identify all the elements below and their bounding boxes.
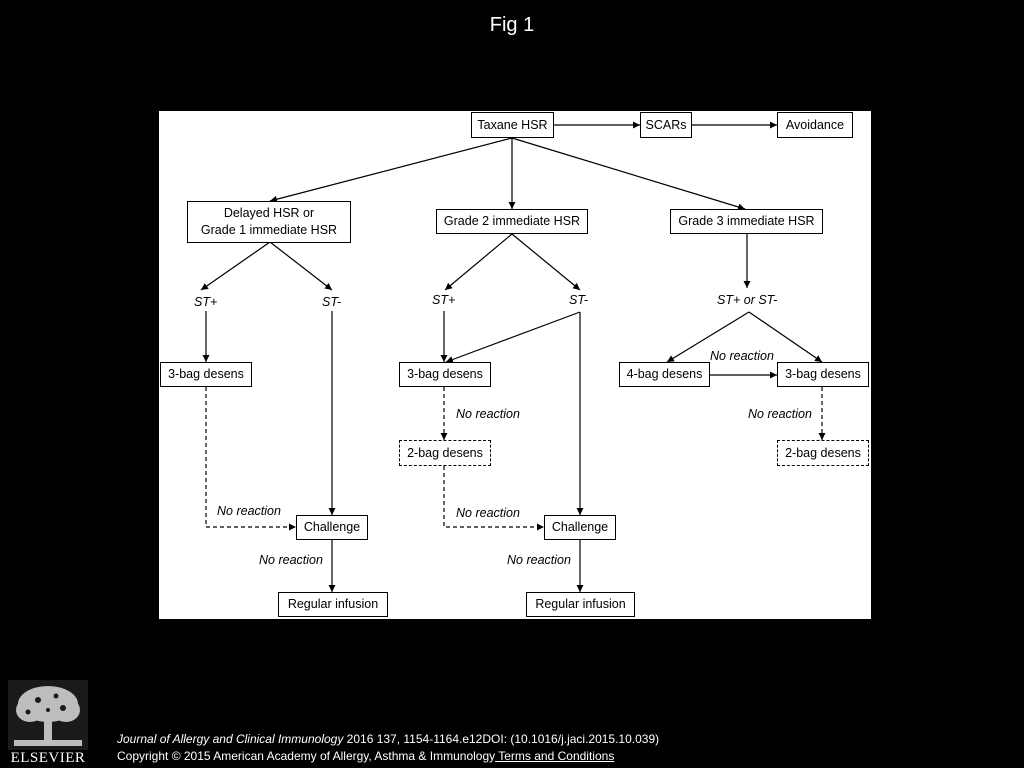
node-desens3-a: 3-bag desens [160, 362, 252, 387]
label-no-reaction-b-1: No reaction [456, 407, 520, 421]
node-challenge-a: Challenge [296, 515, 368, 540]
elsevier-tree-logo-icon [8, 680, 88, 750]
arrow-delayed-stminus [269, 241, 333, 291]
citation-line: Journal of Allergy and Clinical Immunolo… [117, 731, 659, 748]
label-no-reaction-b-4: No reaction [507, 553, 571, 567]
label-st-plus-b: ST+ [432, 293, 456, 307]
publisher-logo-text: ELSEVIER [10, 750, 86, 766]
node-desens3-b: 3-bag desens [399, 362, 491, 387]
arrow-grade2-stminus [511, 233, 581, 291]
label-st-minus-b: ST- [569, 293, 588, 307]
arrow-stc-desens3c [748, 311, 823, 363]
arrow-taxane-grade3 [511, 137, 746, 211]
copyright-text: Copyright © 2015 American Academy of All… [117, 749, 496, 763]
copyright-line: Copyright © 2015 American Academy of All… [117, 748, 659, 765]
node-grade3: Grade 3 immediate HSR [670, 209, 823, 234]
node-scars: SCARs [640, 112, 692, 138]
arrow-taxane-delayed [269, 137, 513, 203]
node-avoidance: Avoidance [777, 112, 853, 138]
figure-title: Fig 1 [489, 14, 535, 36]
node-desens2-b: 2-bag desens [399, 440, 491, 466]
label-st-either-c: ST+ or ST- [717, 293, 778, 307]
flowchart-panel: Taxane HSR SCARs Avoidance Delayed HSR o… [159, 111, 871, 619]
arrow-grade2-stplus [444, 233, 513, 291]
node-desens4-c: 4-bag desens [619, 362, 710, 387]
node-infusion-a: Regular infusion [278, 592, 388, 617]
label-no-reaction-a-4: No reaction [259, 553, 323, 567]
arrow-desens2b-challengeb [443, 466, 544, 531]
label-st-plus-a: ST+ [194, 295, 218, 309]
arrow-delayed-stplus [200, 241, 271, 291]
journal-name: Journal of Allergy and Clinical Immunolo… [117, 732, 344, 746]
label-st-minus-a: ST- [322, 295, 341, 309]
node-grade2: Grade 2 immediate HSR [436, 209, 588, 234]
node-desens3-c: 3-bag desens [777, 362, 869, 387]
citation-footer: Journal of Allergy and Clinical Immunolo… [117, 731, 659, 765]
arrow-stminus-desens3b [445, 311, 581, 363]
node-delayed-grade1: Delayed HSR or Grade 1 immediate HSR [187, 201, 351, 243]
arrow-desens3a-challengea [205, 387, 296, 531]
label-no-reaction-c-2: No reaction [748, 407, 812, 421]
arrow-stc-desens4c [666, 311, 750, 363]
label-no-reaction-a-3: No reaction [217, 504, 281, 518]
node-challenge-b: Challenge [544, 515, 616, 540]
node-taxane-hsr: Taxane HSR [471, 112, 554, 138]
node-infusion-b: Regular infusion [526, 592, 635, 617]
flowchart-connectors [200, 121, 826, 592]
node-desens2-c: 2-bag desens [777, 440, 869, 466]
label-no-reaction-c-top: No reaction [710, 349, 774, 363]
terms-link[interactable]: Terms and Conditions [495, 749, 615, 763]
citation-details: 2016 137, 1154-1164.e12DOI: (10.1016/j.j… [343, 732, 660, 746]
label-no-reaction-b-3: No reaction [456, 506, 520, 520]
